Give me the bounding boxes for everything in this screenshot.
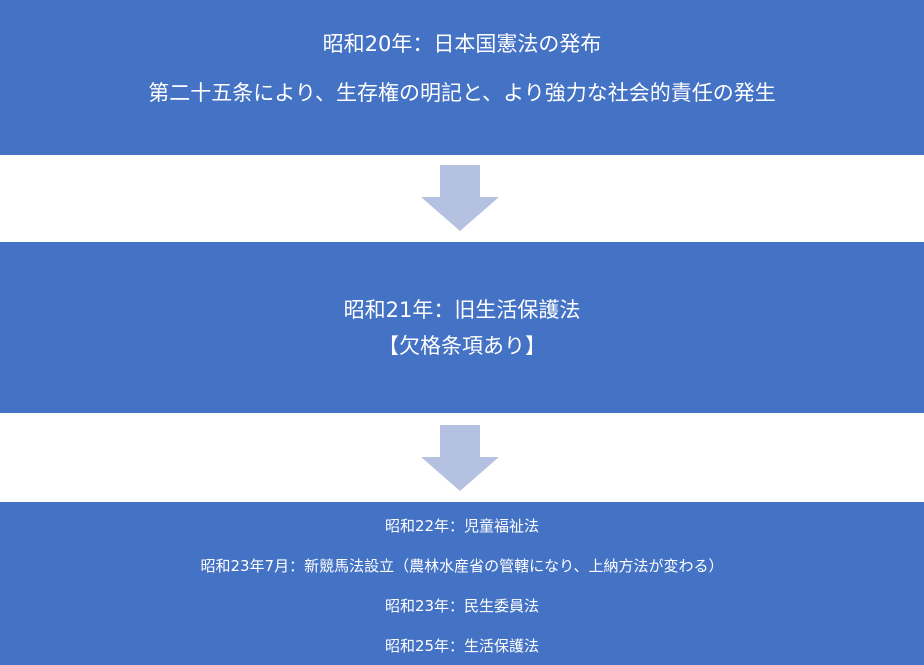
step-box-1946: 昭和21年：旧生活保護法 【欠格条項あり】 (0, 242, 924, 413)
box1-detail: 第二十五条により、生存権の明記と、より強力な社会的責任の発生 (148, 81, 776, 105)
down-arrow-icon (421, 425, 499, 491)
step-box-1945: 昭和20年：日本国憲法の発布 第二十五条により、生存権の明記と、より強力な社会的… (0, 0, 924, 155)
down-arrow-icon (421, 165, 499, 231)
law-item: 昭和23年：民生委員法 (384, 597, 540, 615)
box2-note: 【欠格条項あり】 (378, 334, 546, 358)
step-box-1947-1950: 昭和22年：児童福祉法 昭和23年7月：新競馬法設立（農林水産省の管轄になり、上… (0, 502, 924, 665)
law-item: 昭和22年：児童福祉法 (384, 517, 540, 535)
law-item: 昭和23年7月：新競馬法設立（農林水産省の管轄になり、上納方法が変わる） (200, 557, 724, 575)
law-item: 昭和25年：生活保護法 (384, 637, 540, 655)
box2-title: 昭和21年：旧生活保護法 (343, 298, 581, 322)
box1-title: 昭和20年：日本国憲法の発布 (322, 32, 602, 56)
